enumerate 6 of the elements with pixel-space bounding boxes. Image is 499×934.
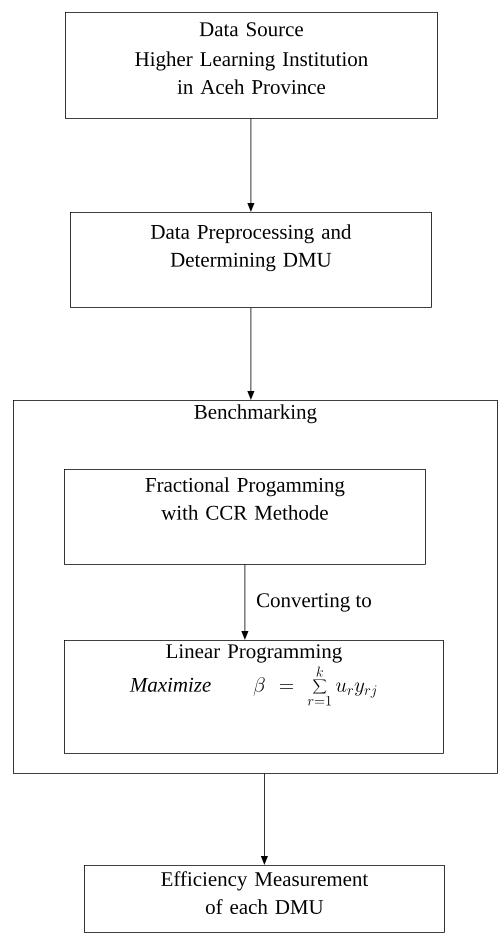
edge-label: Converting to: [255, 592, 373, 613]
process-box: Linear Programming Maximize $\beta = \sum_{r=1}^{k} u_r y_{rj}$: [64, 640, 444, 754]
process-box: Efficiency Measurement of each DMU: [84, 865, 445, 933]
process-box: Data Preprocessing and Determining DMU: [70, 212, 432, 308]
process-box: Data Source Higher Learning Institution in Aceh Province: [65, 12, 438, 119]
process-box: Fractional Progamming with CCR Methode: [64, 469, 426, 565]
